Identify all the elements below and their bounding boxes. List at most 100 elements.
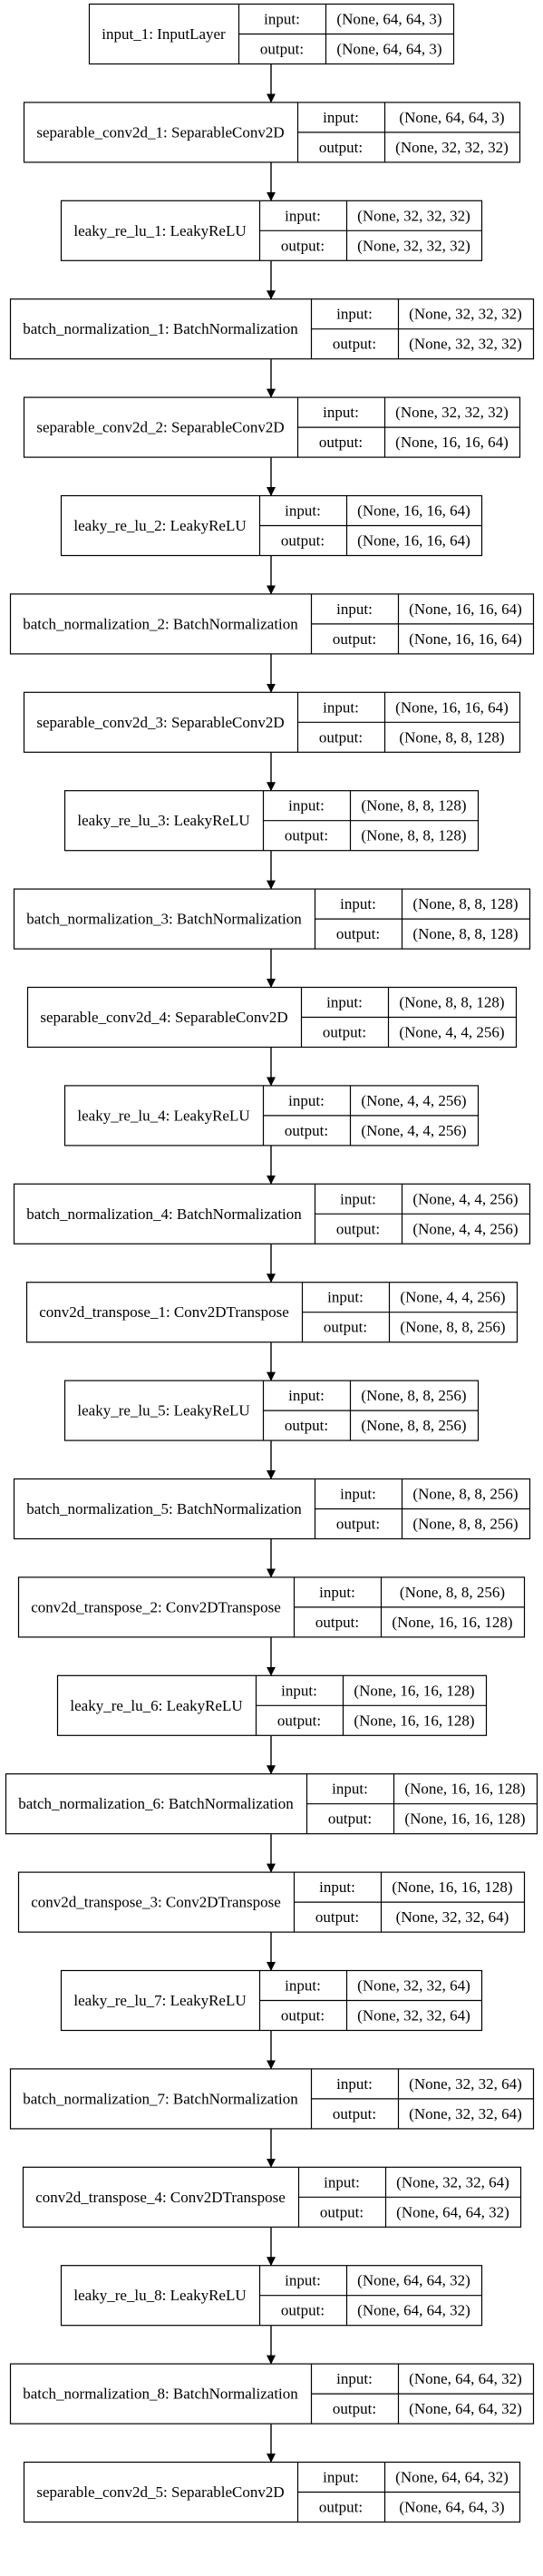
layer-node: conv2d_transpose_1: Conv2DTranspose input… [25, 1282, 519, 1343]
output-shape: (None, 64, 64, 3) [399, 2499, 504, 2516]
layer-node: separable_conv2d_2: SeparableConv2Dinput… [23, 396, 521, 458]
output-label: output: [277, 1712, 321, 1729]
input-shape: (None, 32, 32, 64) [409, 2075, 522, 2093]
output-shape: (None, 16, 16, 128) [404, 1810, 525, 1828]
input-label: input: [340, 1190, 376, 1207]
nodes: input_1: InputLayer input: output: (None, 6… [5, 3, 538, 2523]
input-shape: (None, 8, 8, 128) [399, 994, 504, 1011]
input-label: input: [264, 11, 300, 28]
layer-node: conv2d_transpose_2: Conv2DTransposeinput… [17, 1576, 526, 1638]
input-label: input: [326, 994, 363, 1011]
output-label: output: [324, 1319, 367, 1336]
output-shape: (None, 4, 4, 256) [399, 1024, 504, 1041]
layer-name: batch_normalization_8: BatchNormalizatio… [23, 2386, 298, 2403]
input-shape: (None, 16, 16, 64) [409, 600, 522, 618]
output-label: output: [285, 1417, 328, 1434]
output-label: output: [320, 2203, 364, 2220]
input-shape: (None, 16, 16, 128) [392, 1878, 512, 1896]
output-label: output: [328, 1810, 372, 1828]
output-shape: (None, 32, 32, 32) [357, 237, 470, 254]
layer-name: conv2d_transpose_1: Conv2DTranspose [39, 1303, 289, 1321]
layer-name: separable_conv2d_4: SeparableConv2D [40, 1009, 287, 1026]
layer-name: batch_normalization_4: BatchNormalizatio… [26, 1205, 302, 1223]
layer-node: leaky_re_lu_1: LeakyReLUinput:output:(No… [60, 200, 483, 261]
layer-name: batch_normalization_1: BatchNormalizatio… [23, 320, 298, 337]
layer-name: leaky_re_lu_4: LeakyReLU [77, 1107, 249, 1124]
layer-node: separable_conv2d_5: SeparableConv2Dinput… [23, 2461, 521, 2523]
layer-node: leaky_re_lu_7: LeakyReLU input: output: (No… [60, 1969, 483, 2032]
layer-node: leaky_re_lu_8: LeakyReLUinput:output:(No… [60, 2265, 483, 2327]
output-shape: (None, 32, 32, 32) [409, 336, 522, 353]
layer-node: separable_conv2d_4: SeparableConv2D input… [26, 986, 518, 1049]
output-shape: (None, 8, 8, 128) [412, 925, 518, 942]
input-shape: (None, 32, 32, 32) [395, 404, 509, 421]
output-shape: (None, 4, 4, 256) [412, 1220, 518, 1237]
input-shape: (None, 8, 8, 128) [412, 895, 518, 912]
input-shape: (None, 16, 16, 64) [357, 503, 470, 520]
input-shape: (None, 4, 4, 256) [400, 1289, 505, 1306]
layer-name: separable_conv2d_3: SeparableConv2D [36, 714, 284, 731]
input-label: input: [285, 2272, 321, 2289]
output-label: output: [333, 2400, 376, 2417]
layer-node: leaky_re_lu_6: LeakyReLUinput:output:(No… [56, 1674, 488, 1736]
layer-name: leaky_re_lu_6: LeakyReLU [70, 1697, 242, 1714]
input-shape: (None, 4, 4, 256) [361, 1092, 466, 1109]
output-shape: (None, 16, 16, 64) [409, 630, 522, 648]
layer-node: leaky_re_lu_3: LeakyReLUinput:output:(No… [63, 790, 480, 852]
input-label: input: [288, 1092, 325, 1109]
output-label: output: [281, 2007, 325, 2025]
output-shape: (None, 64, 64, 32) [357, 2302, 470, 2319]
input-shape: (None, 32, 32, 64) [396, 2173, 509, 2191]
input-label: input: [323, 109, 359, 126]
output-shape: (None, 32, 32, 64) [409, 2105, 522, 2122]
output-label: output: [319, 728, 363, 746]
input-shape: (None, 8, 8, 256) [412, 1486, 518, 1503]
input-label: input: [319, 1878, 355, 1896]
output-shape: (None, 8, 8, 128) [361, 827, 466, 844]
layer-node: leaky_re_lu_5: LeakyReLUinput:output:(No… [63, 1380, 480, 1441]
layer-node: batch_normalization_5: BatchNormalizatio… [13, 1478, 531, 1540]
layer-name: conv2d_transpose_3: Conv2DTranspose [31, 1894, 281, 1911]
output-shape: (None, 64, 64, 32) [409, 2400, 522, 2417]
layer-node: batch_normalization_3: BatchNormalizatio… [13, 888, 531, 950]
input-label: input: [285, 207, 321, 224]
layer-name: leaky_re_lu_3: LeakyReLU [77, 812, 249, 829]
input-shape: (None, 16, 16, 64) [395, 698, 509, 716]
output-shape: (None, 32, 32, 32) [395, 139, 509, 156]
output-label: output: [333, 336, 376, 353]
layer-node: batch_normalization_1: BatchNormalizatio… [9, 298, 535, 360]
output-label: output: [333, 2105, 376, 2122]
layer-name: separable_conv2d_2: SeparableConv2D [36, 419, 284, 436]
layer-name: batch_normalization_6: BatchNormalizatio… [18, 1795, 294, 1812]
layer-node: separable_conv2d_1: SeparableConv2Dinput… [23, 102, 521, 163]
layer-node: batch_normalization_2: BatchNormalizatio… [9, 593, 535, 655]
input-label: input: [332, 1781, 368, 1798]
layer-name: leaky_re_lu_7: LeakyReLU [73, 1992, 246, 2009]
input-shape: (None, 32, 32, 32) [409, 306, 522, 323]
output-label: output: [336, 1220, 380, 1237]
input-shape: (None, 16, 16, 128) [404, 1781, 525, 1798]
input-label: input: [327, 1289, 364, 1306]
layer-name: conv2d_transpose_2: Conv2DTranspose [31, 1598, 281, 1615]
output-shape: (None, 32, 32, 64) [357, 2007, 470, 2025]
input-shape: (None, 8, 8, 256) [361, 1387, 466, 1404]
layer-node: batch_normalization_4: BatchNormalizatio… [13, 1183, 531, 1244]
input-shape: (None, 8, 8, 128) [361, 797, 466, 815]
layer-name: batch_normalization_3: BatchNormalizatio… [26, 911, 302, 928]
input-label: input: [340, 1486, 376, 1503]
output-shape: (None, 16, 16, 128) [354, 1712, 474, 1729]
output-label: output: [319, 139, 363, 156]
layer-node: conv2d_transpose_4: Conv2DTransposeinput… [22, 2166, 522, 2228]
output-shape: (None, 16, 16, 64) [357, 532, 470, 550]
output-shape: (None, 8, 8, 256) [412, 1516, 518, 1533]
output-label: output: [315, 1908, 359, 1926]
output-shape: (None, 8, 8, 256) [400, 1319, 505, 1336]
layer-name: input_1: InputLayer [102, 25, 226, 43]
layer-name: batch_normalization_7: BatchNormalizatio… [23, 2090, 298, 2107]
input-label: input: [285, 503, 321, 520]
output-label: output: [315, 1614, 359, 1631]
input-label: input: [285, 1977, 321, 1995]
input-shape: (None, 32, 32, 32) [357, 207, 470, 224]
